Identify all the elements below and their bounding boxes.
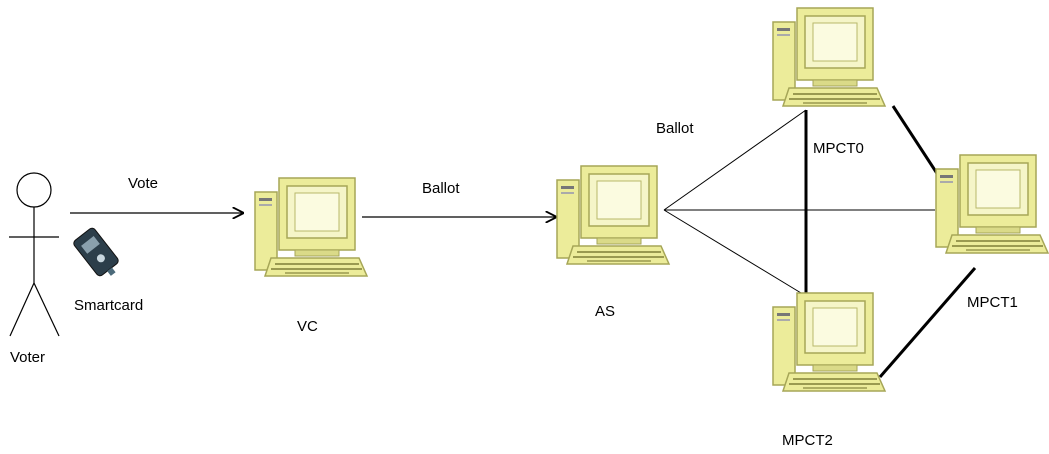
mpct1-label: MPCT1 <box>967 294 1018 311</box>
link-mpct0-mpct1 <box>891 105 942 179</box>
vc-label: VC <box>297 318 318 335</box>
smartcard-icon <box>73 227 119 277</box>
voter-stick-figure-icon <box>9 172 60 337</box>
mpct1-computer-icon <box>935 154 1049 254</box>
ballot-vc-as-label: Ballot <box>422 180 460 197</box>
link-as-mpct2 <box>663 209 807 297</box>
as-label: AS <box>595 303 616 320</box>
vote-label: Vote <box>128 175 159 192</box>
mpct2-computer-icon <box>772 292 886 392</box>
mpct2-label: MPCT2 <box>782 432 833 449</box>
mpct0-label: MPCT0 <box>813 140 864 157</box>
link-as-mpct0 <box>663 109 807 211</box>
link-mpct2-mpct1 <box>878 267 977 378</box>
voter-label: Voter <box>10 349 46 366</box>
as-computer-icon <box>556 165 670 265</box>
mpct0-computer-icon <box>772 7 886 107</box>
ballot-as-mpct-label: Ballot <box>656 120 694 137</box>
vc-computer-icon <box>254 177 368 277</box>
smartcard-label: Smartcard <box>74 297 144 314</box>
